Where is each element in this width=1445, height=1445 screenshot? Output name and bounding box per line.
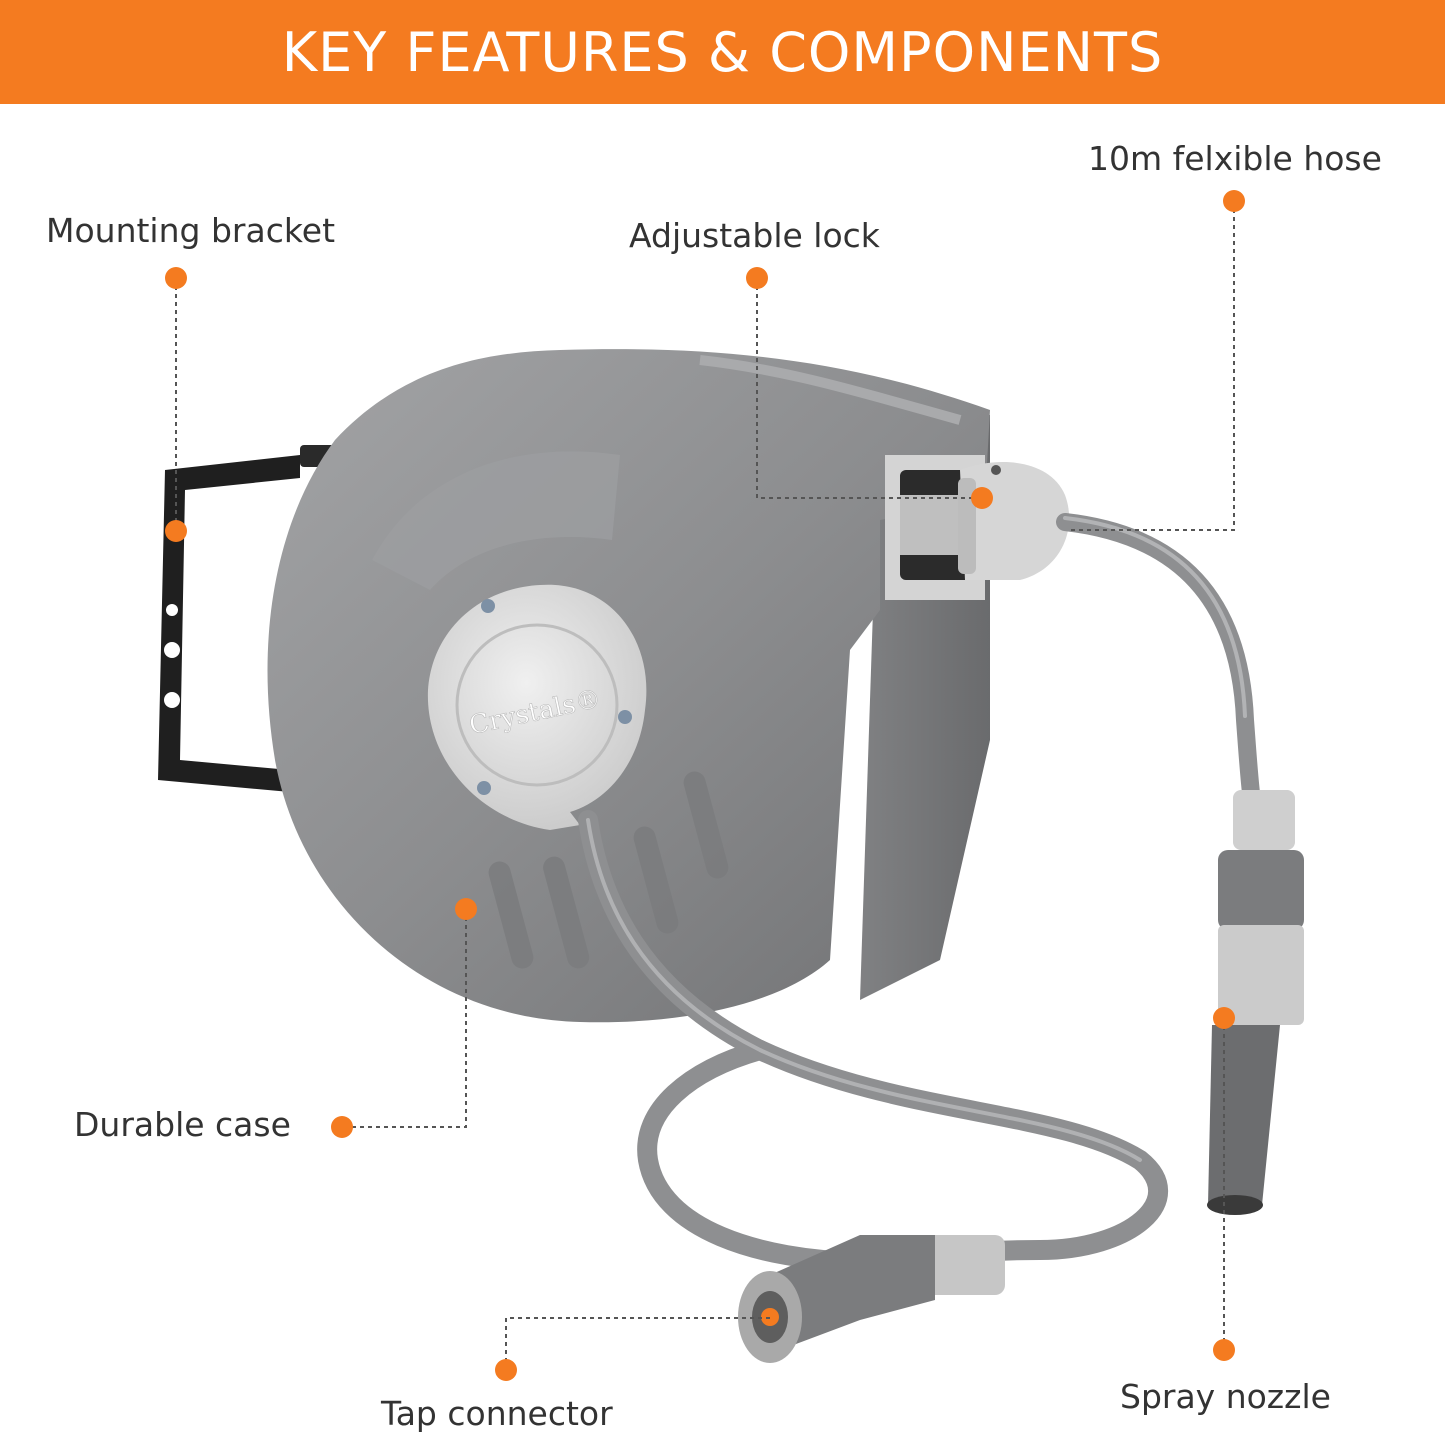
banner-title: KEY FEATURES & COMPONENTS	[281, 20, 1164, 84]
dot-mounting-bracket	[165, 520, 187, 542]
label-durable-case: Durable case	[74, 1105, 291, 1144]
dot-adjustable-lock-top	[746, 267, 768, 289]
hose-guide-lock	[958, 462, 1070, 580]
label-mounting-bracket: Mounting bracket	[46, 211, 336, 250]
dot-durable-case-top	[455, 898, 477, 920]
dot-spray-nozzle-top	[1213, 1007, 1235, 1029]
leader-tap-connector	[505, 1317, 770, 1370]
label-spray-nozzle: Spray nozzle	[1120, 1377, 1331, 1416]
dot-mounting-bracket-top	[165, 267, 187, 289]
dot-hose	[1223, 190, 1245, 212]
dot-adjustable-lock	[971, 487, 993, 509]
spray-nozzle-illustration	[1207, 790, 1304, 1215]
label-adjustable-lock: Adjustable lock	[629, 216, 880, 255]
label-tap-connector: Tap connector	[381, 1394, 613, 1433]
dot-tap-connector	[495, 1359, 517, 1381]
leader-adjustable-lock	[756, 278, 982, 499]
dot-spray-nozzle	[1213, 1339, 1235, 1361]
label-hose: 10m felxible hose	[1088, 139, 1382, 178]
leader-hose	[1070, 201, 1235, 531]
header-banner: KEY FEATURES & COMPONENTS	[0, 0, 1445, 104]
leader-durable-case	[342, 909, 467, 1128]
reel-hub: Crystals®	[427, 584, 647, 830]
dot-durable-case	[331, 1116, 353, 1138]
